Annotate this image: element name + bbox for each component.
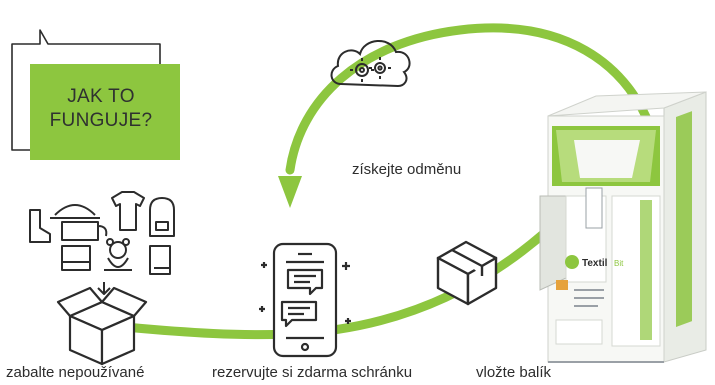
parcel-box-icon bbox=[436, 240, 498, 306]
open-box-icon bbox=[56, 286, 148, 366]
label-pack: zabalte nepoužívané bbox=[6, 364, 145, 381]
smartphone-chat-icon bbox=[259, 242, 351, 358]
label-insert: vložte balík bbox=[476, 364, 552, 381]
title-line-1: JAK TO bbox=[67, 86, 135, 107]
label-reserve: rezervujte si zdarma schránku bbox=[212, 364, 413, 381]
title-line-2: FUNGUJE? bbox=[49, 110, 153, 131]
how-it-works-bubble bbox=[11, 29, 180, 160]
kiosk-brand: Textil bbox=[582, 258, 608, 269]
label-reward: získejte odměnu bbox=[352, 161, 462, 178]
textile-recycling-kiosk: Textil Bit bbox=[539, 91, 707, 363]
kiosk-brand-suffix: Bit bbox=[614, 259, 624, 268]
clothes-collection-icon bbox=[29, 191, 175, 295]
reward-arrowhead bbox=[278, 176, 302, 208]
cloud-gears-icon bbox=[330, 40, 411, 88]
reward-arc bbox=[285, 23, 660, 175]
how-it-works-title: JAK TO FUNGUJE? bbox=[42, 85, 160, 133]
